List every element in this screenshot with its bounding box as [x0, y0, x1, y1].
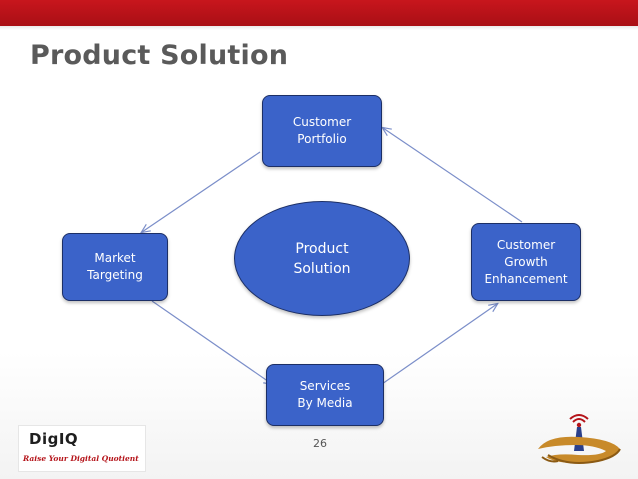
node-customer-growth-enhancement: Customer Growth Enhancement	[471, 223, 581, 301]
arrow-services-to-growth	[381, 304, 497, 385]
digiq-logo: DigIQ Raise Your Digital Quotient	[18, 425, 146, 472]
node-market-targeting: Market Targeting	[62, 233, 168, 301]
node-services-by-media-label: Services By Media	[297, 379, 353, 410]
node-product-solution-label: Product Solution	[293, 240, 351, 277]
node-services-by-media: Services By Media	[266, 364, 384, 426]
digiq-logo-brand: DigIQ	[29, 430, 79, 448]
digiq-signal-swirl-icon	[538, 414, 621, 464]
node-customer-growth-label: Customer Growth Enhancement	[484, 237, 568, 286]
top-header-bar	[0, 0, 638, 26]
slide-title: Product Solution	[30, 40, 289, 71]
page-number: 26	[313, 437, 327, 450]
arrow-portfolio-to-targeting	[142, 151, 261, 232]
node-market-targeting-label: Market Targeting	[87, 251, 143, 282]
node-product-solution: Product Solution	[234, 201, 410, 316]
node-customer-portfolio: Customer Portfolio	[262, 95, 382, 167]
arrow-targeting-to-services	[151, 300, 272, 384]
node-customer-portfolio-label: Customer Portfolio	[292, 115, 352, 146]
arrow-growth-to-portfolio	[383, 128, 523, 223]
digiq-logo-tagline: Raise Your Digital Quotient	[23, 454, 139, 463]
header-shadow	[0, 26, 638, 30]
